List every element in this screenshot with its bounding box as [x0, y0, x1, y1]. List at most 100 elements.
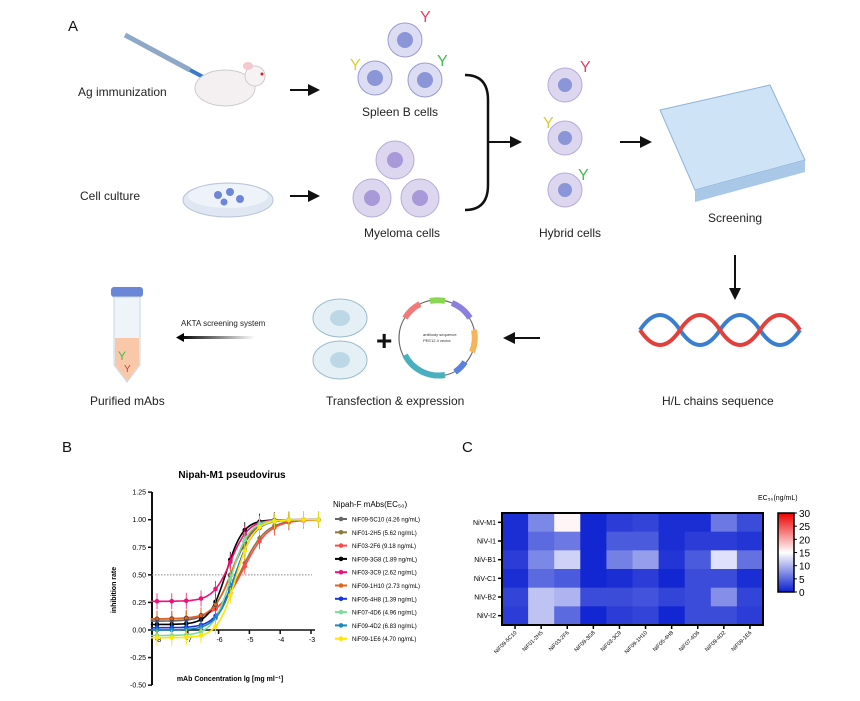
y-tick-label: 0.00	[132, 628, 146, 635]
myeloma-cells-icon	[352, 140, 440, 218]
svg-text:Y: Y	[420, 9, 431, 26]
heatmap-cell	[502, 531, 529, 551]
heatmap-cell	[606, 513, 633, 533]
label-hl-chains: H/L chains sequence	[662, 394, 774, 408]
heatmap-cell	[684, 569, 712, 589]
series-curve	[150, 519, 319, 620]
label-hybrid-cells: Hybrid cells	[539, 226, 601, 240]
y-axis-label: inhibition rate	[111, 567, 118, 613]
heatmap-cell	[606, 531, 633, 551]
heatmap-cell	[710, 531, 738, 551]
series-curve	[150, 518, 319, 620]
heatmap-cell	[658, 550, 686, 570]
column-label: NiF09-4D2	[704, 630, 727, 653]
heatmap-cell	[554, 513, 581, 533]
legend-marker	[338, 596, 344, 602]
plasmid-label-1: antibody sequence	[423, 332, 457, 337]
heatmap-cell	[528, 569, 555, 589]
panel-label-a: A	[68, 18, 78, 35]
chart-title: Nipah-M1 pseudovirus	[178, 470, 286, 481]
data-point	[198, 613, 204, 618]
legend-marker	[338, 530, 344, 535]
heatmap-cell	[658, 587, 686, 607]
colorbar-title: EC₅₀(ng/mL)	[758, 495, 798, 502]
data-point	[183, 598, 189, 604]
x-tick-label: -5	[247, 637, 253, 644]
heatmap-border	[501, 512, 764, 626]
heatmap-cell	[710, 513, 738, 533]
y-tick-label: 1.25	[132, 490, 146, 497]
heatmap-cell	[580, 550, 607, 570]
heatmap-cell	[580, 606, 607, 626]
plasmid-icon: antibody sequence PEE12.4 vector	[398, 297, 478, 379]
heatmap-cell	[580, 569, 607, 589]
series-curve	[150, 518, 319, 626]
svg-text:Y: Y	[124, 364, 131, 375]
heatmap-cell	[736, 587, 764, 607]
b-cells-icon: Y Y Y	[350, 9, 448, 98]
legend-label: NiF01-2H5 (5.62 ng/mL)	[352, 531, 417, 537]
heatmap-cell	[502, 606, 529, 626]
legend-marker	[338, 516, 344, 522]
svg-text:Y: Y	[580, 59, 591, 76]
y-tick-label: -0.50	[130, 683, 146, 690]
data-point	[257, 538, 262, 544]
svg-text:Y: Y	[118, 349, 126, 363]
data-point	[198, 596, 204, 601]
data-point	[213, 586, 218, 592]
x-tick-label: -4	[278, 637, 284, 644]
data-point	[242, 564, 248, 569]
svg-text:Y: Y	[543, 115, 554, 132]
colorbar-tick-label: 15	[799, 549, 811, 560]
arrow-head	[176, 333, 184, 342]
heatmap-cell	[606, 606, 633, 626]
data-point	[242, 548, 248, 553]
akta-arrow	[180, 336, 255, 339]
legend-marker	[338, 556, 344, 562]
petri-dish-icon	[182, 182, 274, 218]
x-tick-label: -7	[186, 637, 192, 644]
heatmap-cell	[580, 531, 607, 551]
heatmap-cell	[736, 513, 764, 533]
column-label: NiF09-5C10	[493, 630, 518, 655]
svg-text:Y: Y	[350, 57, 361, 74]
svg-text:Y: Y	[437, 53, 448, 70]
data-point	[198, 633, 204, 638]
heatmap-cell	[684, 513, 712, 533]
plasmid-label-2: PEE12.4 vector	[423, 338, 451, 343]
series-curve	[150, 518, 319, 622]
legend-marker	[338, 543, 344, 548]
y-tick-label: 1.00	[132, 517, 146, 524]
colorbar	[777, 512, 795, 593]
heatmap-cell	[580, 513, 607, 533]
x-tick-label: -8	[155, 637, 161, 644]
heatmap-cell	[632, 606, 660, 626]
label-spleen-b-cells: Spleen B cells	[362, 105, 438, 119]
heatmap-cell	[658, 531, 686, 551]
heatmap-cell	[632, 531, 660, 551]
column-label: NiF01-2H5	[522, 630, 545, 653]
legend-label: NiF09-1H10 (2.73 ng/mL)	[352, 584, 420, 590]
heatmap-cell	[658, 513, 686, 533]
row-label: NiV-B2	[474, 595, 496, 602]
data-point	[316, 517, 321, 523]
x-axis-label: mAb Concentration lg [mg ml⁻¹]	[177, 676, 283, 683]
heatmap-cell	[528, 550, 555, 570]
plus-sign: +	[376, 325, 392, 356]
row-label: NiV-I1	[477, 539, 496, 546]
heatmap-cell	[554, 569, 581, 589]
hybrid-cells-icon: Y Y Y	[543, 59, 591, 208]
heatmap-cell	[736, 569, 764, 589]
column-label: NiF05-4H8	[652, 630, 675, 653]
data-point	[272, 518, 277, 524]
well-plate-icon	[659, 84, 806, 202]
row-label: NiV-I2	[477, 613, 496, 620]
data-point	[169, 635, 175, 640]
label-cell-culture: Cell culture	[80, 189, 140, 203]
heatmap-cell	[632, 513, 660, 533]
colorbar-tick-label: 30	[799, 509, 811, 520]
svg-text:Y: Y	[578, 167, 589, 184]
heatmap-cell	[554, 587, 581, 607]
merge-bracket	[464, 73, 490, 212]
